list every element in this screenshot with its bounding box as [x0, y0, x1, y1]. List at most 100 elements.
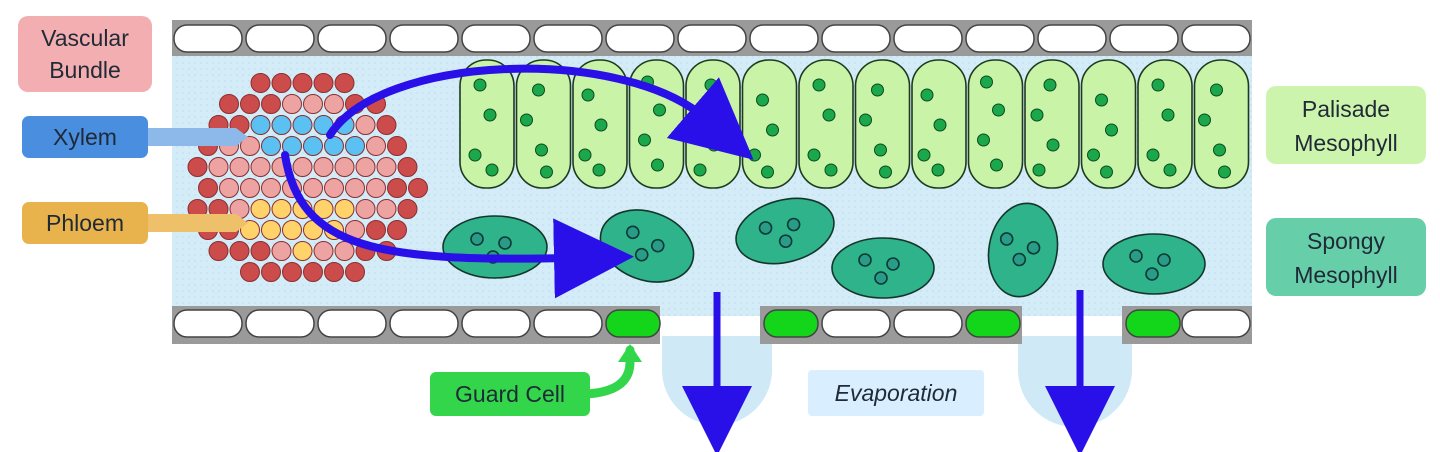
- bundle-sheath-cell: [187, 157, 208, 177]
- bundle-cell: [334, 241, 355, 261]
- xylem-cell: [261, 136, 281, 156]
- chloroplast: [824, 163, 838, 177]
- epidermis-cell: [605, 24, 675, 53]
- epidermis-cell: [173, 309, 243, 338]
- chloroplast: [992, 103, 1005, 117]
- chloroplast: [1046, 138, 1060, 152]
- xylem-cell: [345, 136, 365, 156]
- chloroplast: [920, 88, 934, 102]
- bundle-sheath-cell: [198, 178, 218, 198]
- epidermis-cell: [965, 24, 1035, 53]
- phloem-cell: [261, 220, 281, 240]
- epidermis-cell: [893, 309, 963, 338]
- chloroplast: [470, 232, 484, 246]
- phloem-cell: [282, 220, 302, 240]
- chloroplast: [1198, 113, 1211, 127]
- xylem-cell: [250, 115, 271, 135]
- bundle-cell: [250, 157, 271, 177]
- chloroplast: [532, 83, 545, 97]
- bundle-cell: [303, 94, 323, 114]
- chloroplast: [1213, 143, 1226, 157]
- chloroplast: [933, 118, 947, 132]
- evaporation-label-text: Evaporation: [835, 380, 958, 406]
- chloroplast: [581, 88, 595, 102]
- bundle-cell: [355, 115, 376, 135]
- bundle-sheath-cell: [366, 220, 386, 240]
- bundle-sheath-cell: [250, 73, 271, 93]
- spongy-cell: [987, 202, 1059, 298]
- chloroplast: [874, 143, 887, 157]
- chloroplast: [707, 138, 721, 152]
- bundle-cell: [334, 157, 355, 177]
- epidermis-cell: [677, 24, 747, 53]
- bundle-cell: [229, 157, 250, 177]
- palisade-cell: [1024, 59, 1080, 189]
- chloroplast: [1030, 108, 1044, 122]
- bundle-sheath-cell: [261, 94, 281, 114]
- chloroplast: [761, 165, 774, 179]
- bundle-cell: [240, 178, 260, 198]
- bundle-cell: [219, 178, 239, 198]
- bundle-sheath-cell: [240, 94, 260, 114]
- bundle-cell: [345, 178, 365, 198]
- chloroplast: [650, 238, 665, 253]
- chloroplast: [990, 158, 1003, 172]
- chloroplast: [653, 103, 666, 117]
- chloroplast: [786, 217, 801, 232]
- bundle-sheath-cell: [334, 73, 355, 93]
- chloroplast: [1151, 78, 1165, 92]
- chloroplast: [1100, 165, 1113, 179]
- phloem-cell: [240, 220, 260, 240]
- chloroplast: [917, 148, 931, 162]
- chloroplast: [594, 118, 608, 132]
- chloroplast: [931, 163, 945, 177]
- chloroplast: [778, 234, 793, 248]
- xylem-label: Xylem: [22, 116, 148, 158]
- bundle-sheath-cell: [282, 262, 302, 282]
- guard-cell-pointer: [580, 345, 635, 399]
- epidermis-cell: [533, 24, 603, 53]
- spongy-cell-body: [1102, 233, 1206, 295]
- xylem-cell: [282, 136, 302, 156]
- palisade-cell: [515, 59, 572, 189]
- xylem-cell: [303, 136, 323, 156]
- chloroplast: [1163, 163, 1177, 177]
- bundle-cell: [282, 94, 302, 114]
- epidermis-cell: [317, 24, 387, 53]
- chloroplast: [886, 257, 900, 271]
- bundle-cell: [366, 136, 386, 156]
- guard-cell: [965, 309, 1021, 338]
- spongy-cell-body: [831, 237, 935, 299]
- palisade-cell: [854, 59, 911, 189]
- chloroplast: [634, 247, 649, 262]
- epidermis-cell: [245, 309, 315, 338]
- upper-epidermis: [172, 20, 1252, 56]
- guard-cell: [1125, 309, 1181, 338]
- epidermis-cell: [821, 24, 891, 53]
- xylem-pointer: [148, 128, 248, 146]
- epidermis-cell: [173, 24, 243, 53]
- bundle-cell: [366, 178, 386, 198]
- bundle-sheath-cell: [387, 220, 407, 240]
- bundle-sheath-cell: [261, 262, 281, 282]
- palisade-layer: [459, 59, 1250, 189]
- bundle-sheath-cell: [240, 262, 260, 282]
- phloem-cell: [271, 199, 292, 219]
- chloroplast: [807, 148, 821, 162]
- chloroplast: [1145, 267, 1159, 281]
- bundle-sheath-cell: [397, 157, 418, 177]
- palisade-label-line1: Palisade: [1302, 96, 1390, 122]
- spongy-cell-body: [987, 202, 1059, 298]
- chloroplast: [1146, 148, 1160, 162]
- bundle-cell: [376, 157, 397, 177]
- spongy-label: Spongy Mesophyll: [1266, 218, 1426, 296]
- chloroplast: [520, 113, 533, 127]
- chloroplast: [468, 148, 482, 162]
- vascular-bundle-label-line1: Vascular: [41, 25, 129, 51]
- chloroplast: [879, 165, 892, 179]
- palisade-label: Palisade Mesophyll: [1266, 86, 1426, 164]
- chloroplast: [693, 163, 707, 177]
- bundle-sheath-cell: [271, 73, 292, 93]
- chloroplast: [485, 163, 499, 177]
